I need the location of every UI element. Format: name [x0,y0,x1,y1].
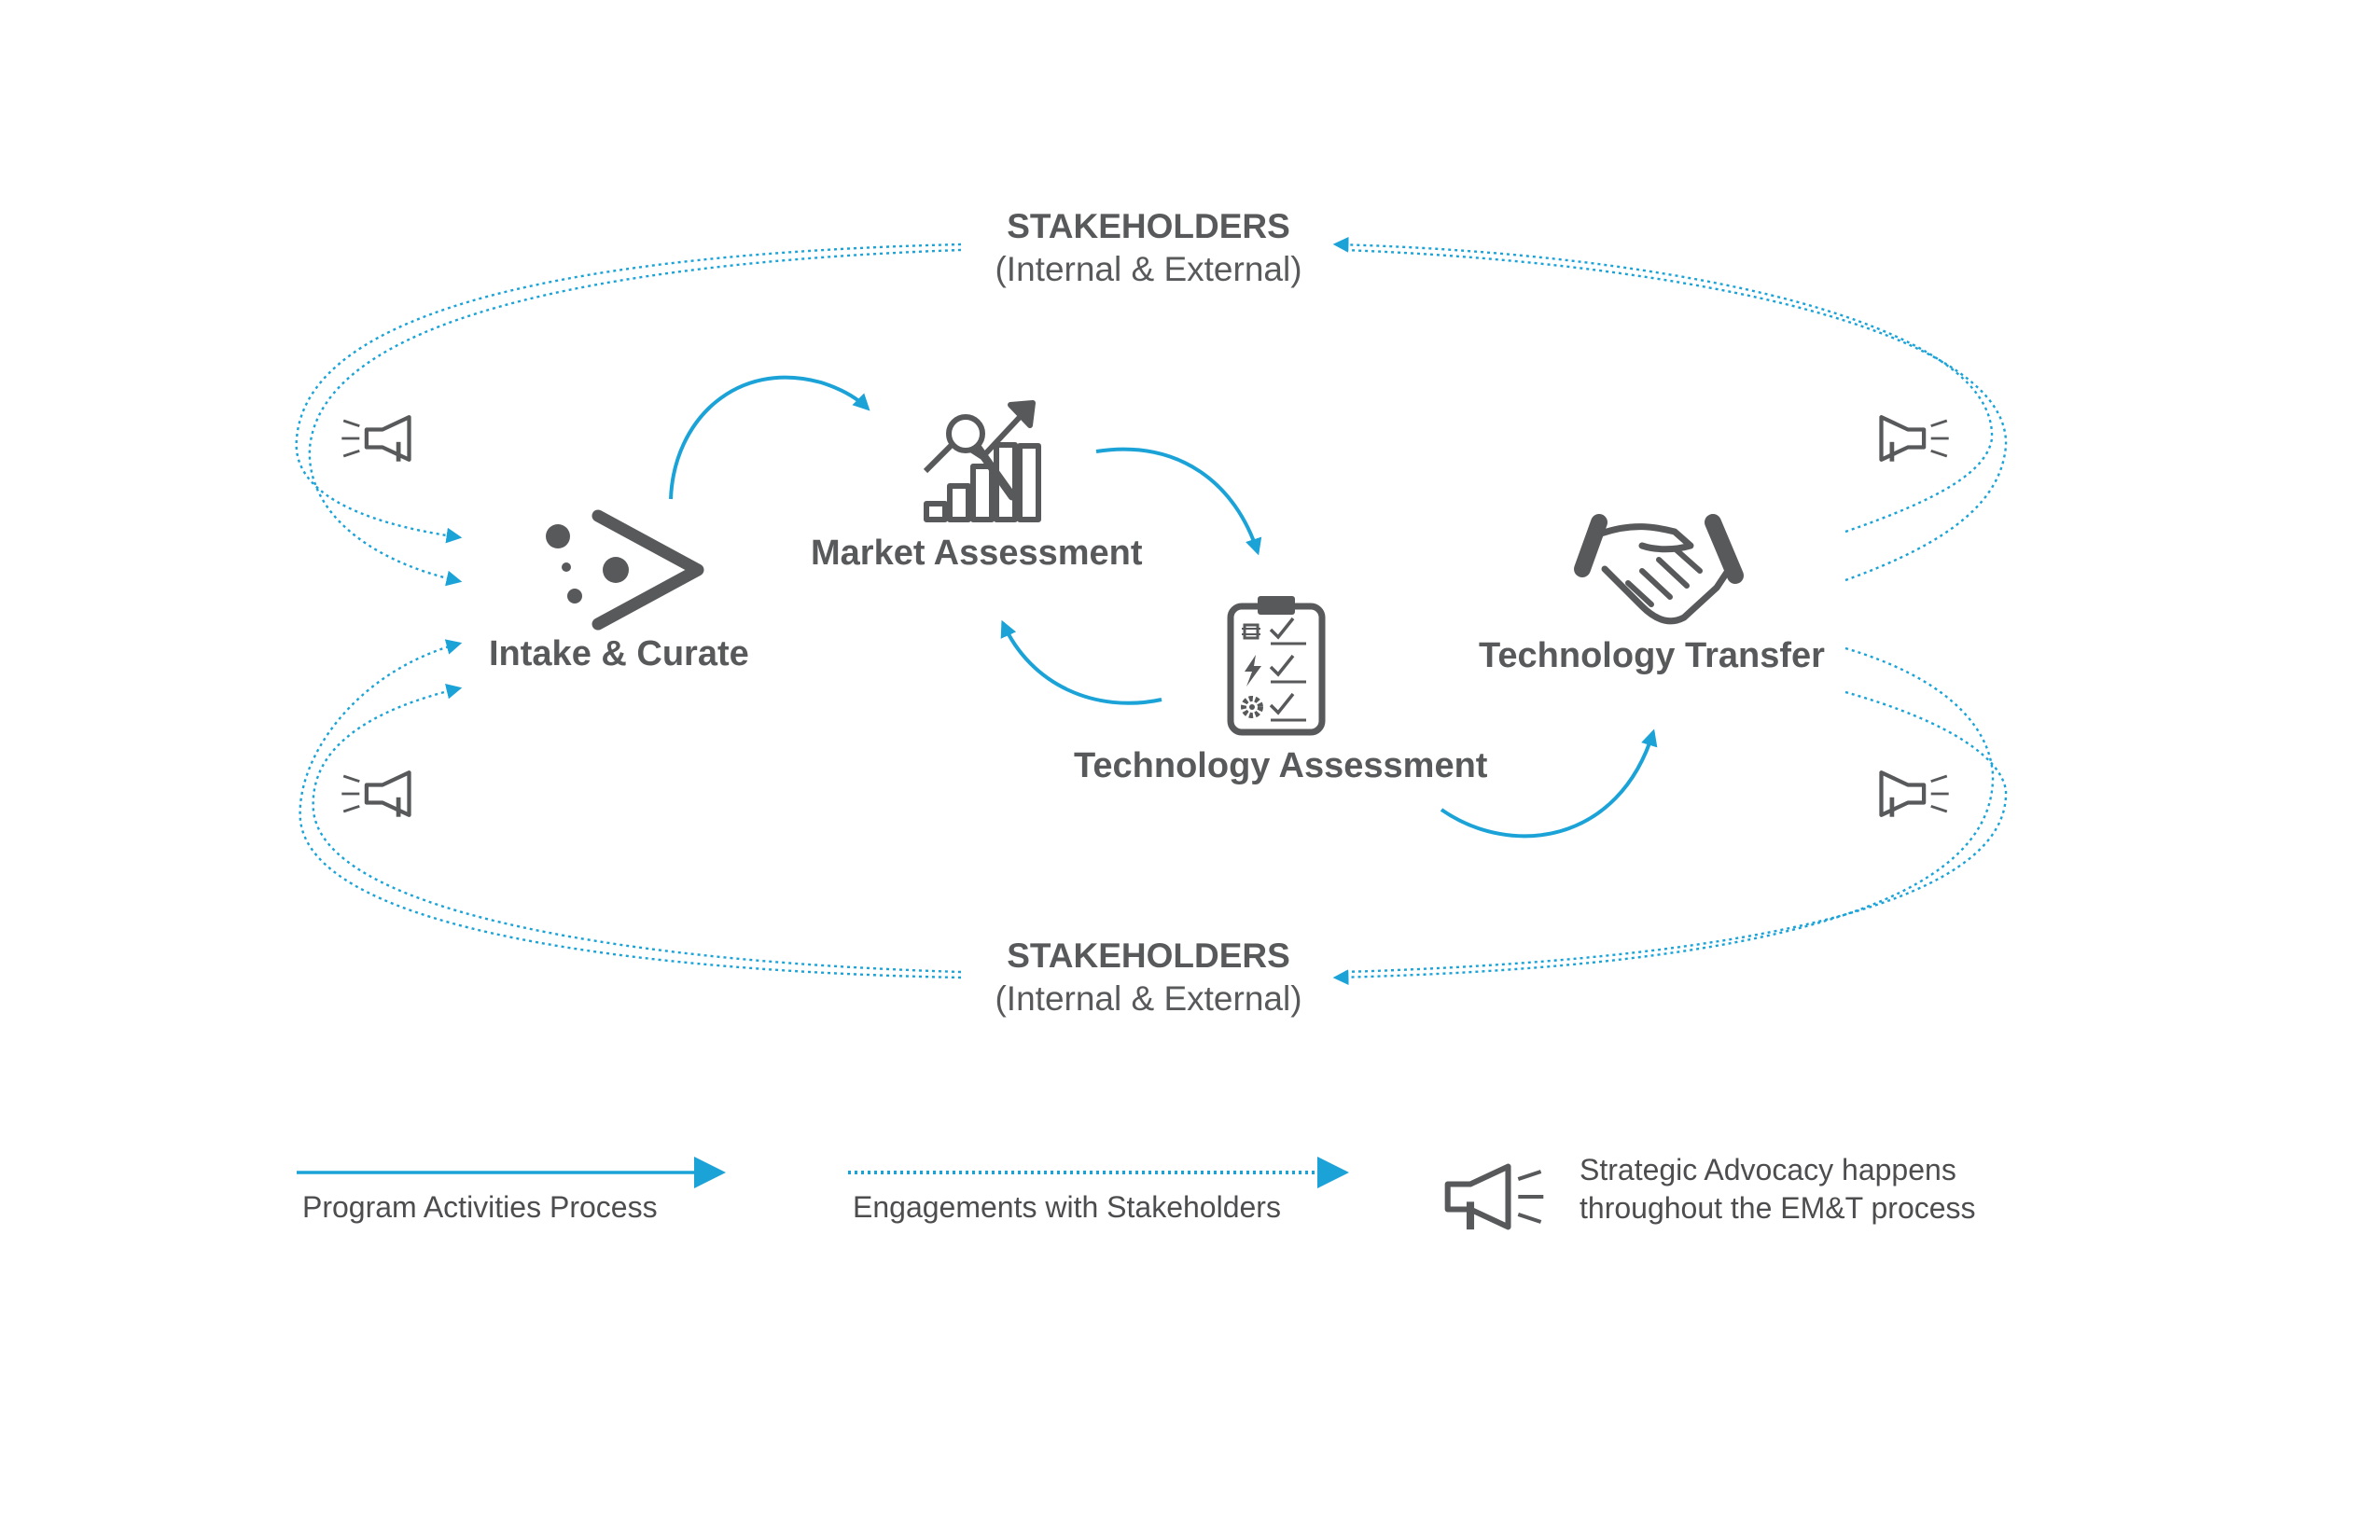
legend-advocacy-line-2: throughout the EM&T process [1580,1191,1976,1225]
stakeholders-bottom-title: STAKEHOLDERS [1007,936,1290,975]
stakeholders-top-subtitle: (Internal & External) [995,250,1302,288]
technology-transfer-label: Technology Transfer [1479,636,1825,675]
arrow-intake-to-market [669,375,870,500]
legend-advocacy-line-1: Strategic Advocacy happens [1580,1153,1956,1186]
megaphone-icon [1879,770,1949,817]
megaphone-icon [341,770,411,817]
legend-process-label: Program Activities Process [302,1190,658,1224]
engagement-path-bottom-left-1 [299,639,962,979]
legend-advocacy-label: Strategic Advocacy happens throughout th… [1580,1151,1976,1228]
funnel-dots-icon [546,509,704,631]
engagement-path-top-right-1 [1332,236,1994,534]
handshake-icon [1574,514,1744,625]
legend-process-line [297,1157,726,1188]
megaphone-icon [341,415,411,462]
engagement-path-top-left-2 [308,248,962,587]
engagement-path-bottom-left-2 [312,683,962,974]
megaphone-icon [1444,1163,1544,1230]
clipboard-checklist-icon [1227,596,1326,736]
engagement-path-bottom-right-2 [1343,690,2008,974]
arrow-tech-assessment-to-market [1000,619,1162,705]
stakeholders-top-title: STAKEHOLDERS [1007,207,1290,245]
market-assessment-label: Market Assessment [811,534,1143,573]
arrow-market-to-tech-assessment [1095,447,1262,556]
engagement-path-top-right-2 [1343,248,2008,582]
technology-assessment-label: Technology Assessment [1074,746,1488,785]
megaphone-icon [1879,415,1949,462]
legend-engagement-label: Engagements with Stakeholders [853,1190,1281,1224]
legend-engagement-line [848,1157,1349,1188]
arrow-tech-assessment-to-transfer [1440,728,1658,839]
program-activity-arrows [669,375,1658,839]
engagement-path-bottom-right-1 [1332,646,1995,986]
engagement-path-top-left-1 [295,243,962,544]
stakeholders-bottom-subtitle: (Internal & External) [995,979,1302,1018]
intake-curate-label: Intake & Curate [489,634,749,673]
stakeholder-engagement-loops [295,236,2008,986]
growth-chart-magnifier-icon [923,400,1041,522]
